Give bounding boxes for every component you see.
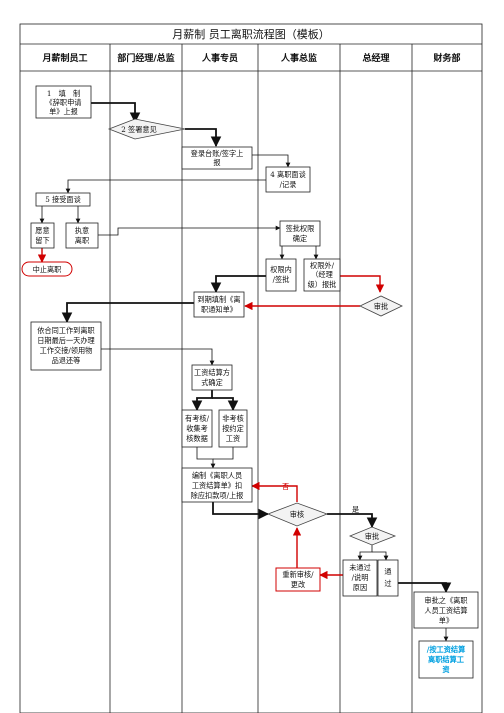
svg-text:/记录: /记录	[280, 180, 297, 189]
node-handover: 依合同工作到离职 日期最后一天办理 工作交接/领用物 品退还等	[30, 321, 102, 371]
edge-label-yes: 是	[352, 505, 359, 514]
node-gm-approval-2: 审批	[348, 526, 397, 546]
svg-text:单》上报: 单》上报	[49, 107, 78, 116]
svg-text:留下: 留下	[35, 236, 49, 245]
svg-text:/签批: /签批	[273, 275, 290, 284]
svg-text:通: 通	[384, 567, 391, 576]
svg-text:过: 过	[384, 579, 391, 588]
svg-text:日期最后一天办理: 日期最后一天办理	[37, 336, 95, 345]
node-approved-settlement: 审批之《离职 人员工资结算 单》	[413, 591, 479, 629]
node-beyond-authority: 权限外/ （经理 级）报批	[303, 258, 341, 292]
svg-text:重新审核/: 重新审核/	[282, 570, 314, 579]
node-salary-method: 工资结算方 式确定	[191, 364, 233, 391]
svg-text:2 签署意见: 2 签署意见	[121, 125, 157, 134]
svg-text:到期填制《离: 到期填制《离	[197, 295, 240, 304]
node-rejected: 未通过 /说明 原因	[342, 559, 378, 597]
node-prepare-settlement: 编制《离职人员 工资结算单》扣 除应扣款项/上报	[181, 467, 253, 503]
svg-text:审批之《离职: 审批之《离职	[424, 596, 467, 605]
svg-text:审批: 审批	[374, 302, 388, 311]
node-register-ledger: 登录台账/签字上 报	[181, 146, 253, 170]
node-approved: 通 过	[377, 559, 399, 597]
node-within-authority: 权限内 /签批	[265, 258, 297, 292]
svg-text:原因: 原因	[353, 583, 367, 592]
svg-text:核数据: 核数据	[186, 434, 208, 443]
node-gm-approval-1: 审批	[359, 295, 403, 317]
lane-header-employee: 月薪制员工	[41, 52, 87, 64]
svg-text:确定: 确定	[293, 234, 307, 243]
svg-text:《辞职申请: 《辞职申请	[46, 98, 82, 107]
svg-text:审批: 审批	[365, 532, 379, 541]
svg-text:/说明: /说明	[352, 573, 369, 582]
node-insist-leave: 执意 离职	[65, 222, 99, 249]
node-fill-leave-notice: 到期填制《离 职通知单》	[193, 291, 245, 318]
lane-header-dept-manager: 部门经理/总监	[117, 52, 174, 64]
connectors	[37, 102, 452, 642]
node-sign-opinion: 2 签署意见	[107, 118, 186, 140]
svg-text:收集考: 收集考	[186, 424, 208, 433]
svg-text:编制《离职人员: 编制《离职人员	[192, 471, 242, 480]
svg-text:更改: 更改	[291, 580, 305, 589]
lane-header-finance: 财务部	[432, 52, 460, 64]
svg-text:工资结算方: 工资结算方	[194, 368, 230, 377]
svg-text:签批权限: 签批权限	[286, 224, 315, 233]
svg-text:工作交接/领用物: 工作交接/领用物	[40, 346, 93, 355]
node-pay-settlement: /按工资结算 离职结算工 资	[418, 640, 474, 679]
svg-text:离职结算工: 离职结算工	[428, 655, 464, 664]
svg-text:权限内: 权限内	[270, 265, 292, 274]
svg-text:离职: 离职	[75, 236, 89, 245]
svg-text:工资结算单》扣: 工资结算单》扣	[192, 481, 242, 490]
svg-text:登录台账/签字上: 登录台账/签字上	[191, 149, 244, 158]
svg-text:人员工资结算: 人员工资结算	[424, 606, 467, 615]
node-approval-authority: 签批权限 确定	[279, 220, 321, 247]
lane-header-hr-director: 人事总监	[280, 52, 317, 64]
svg-text:1 填 制: 1 填 制	[47, 89, 80, 98]
svg-text:中止离职: 中止离职	[33, 265, 62, 274]
svg-text:（经理: （经理	[311, 270, 333, 279]
node-cancel-resignation: 中止离职	[21, 261, 73, 277]
edge-label-no: 否	[282, 482, 289, 491]
svg-text:愿意: 愿意	[35, 226, 49, 235]
svg-text:审核: 审核	[290, 510, 304, 519]
svg-text:5 接受面谈: 5 接受面谈	[45, 195, 81, 204]
svg-text:非考核: 非考核	[222, 414, 244, 423]
svg-text:有考核/: 有考核/	[185, 414, 210, 423]
node-hr-review: 审核	[266, 502, 329, 527]
svg-text:执意: 执意	[75, 226, 89, 235]
svg-text:单》: 单》	[439, 616, 453, 625]
chart-title: 月薪制 员工离职流程图（模板）	[172, 27, 330, 41]
lane-header-general-manager: 总经理	[362, 52, 389, 64]
svg-text:除应扣款项/上报: 除应扣款项/上报	[191, 491, 244, 500]
node-reaudit: 重新审核/ 更改	[275, 567, 321, 592]
svg-text:按约定: 按约定	[222, 424, 244, 433]
node-accept-interview: 5 接受面谈	[35, 192, 91, 207]
svg-text:4 离职面谈: 4 离职面谈	[270, 170, 306, 179]
svg-text:未通过: 未通过	[349, 563, 371, 572]
node-willing-stay: 愿意 留下	[30, 222, 55, 249]
svg-text:依合同工作到离职: 依合同工作到离职	[37, 326, 95, 335]
svg-text:权限外/: 权限外/	[310, 261, 335, 270]
node-without-assessment: 非考核 按约定 工资	[218, 409, 248, 448]
svg-text:工资: 工资	[226, 434, 240, 443]
node-with-assessment: 有考核/ 收集考 核数据	[181, 409, 213, 448]
svg-text:报: 报	[213, 158, 220, 167]
svg-text:资: 资	[442, 665, 450, 674]
svg-text:/按工资结算: /按工资结算	[427, 645, 466, 654]
svg-text:式确定: 式确定	[201, 378, 223, 387]
node-submit-resignation: 1 填 制 《辞职申请 单》上报	[35, 85, 92, 119]
lane-header-hr-specialist: 人事专员	[201, 52, 238, 64]
svg-text:品退还等: 品退还等	[52, 356, 81, 365]
svg-text:职通知单》: 职通知单》	[201, 305, 237, 314]
svg-text:级）报批: 级）报批	[308, 280, 337, 289]
node-exit-interview: 4 离职面谈 /记录	[265, 166, 311, 193]
